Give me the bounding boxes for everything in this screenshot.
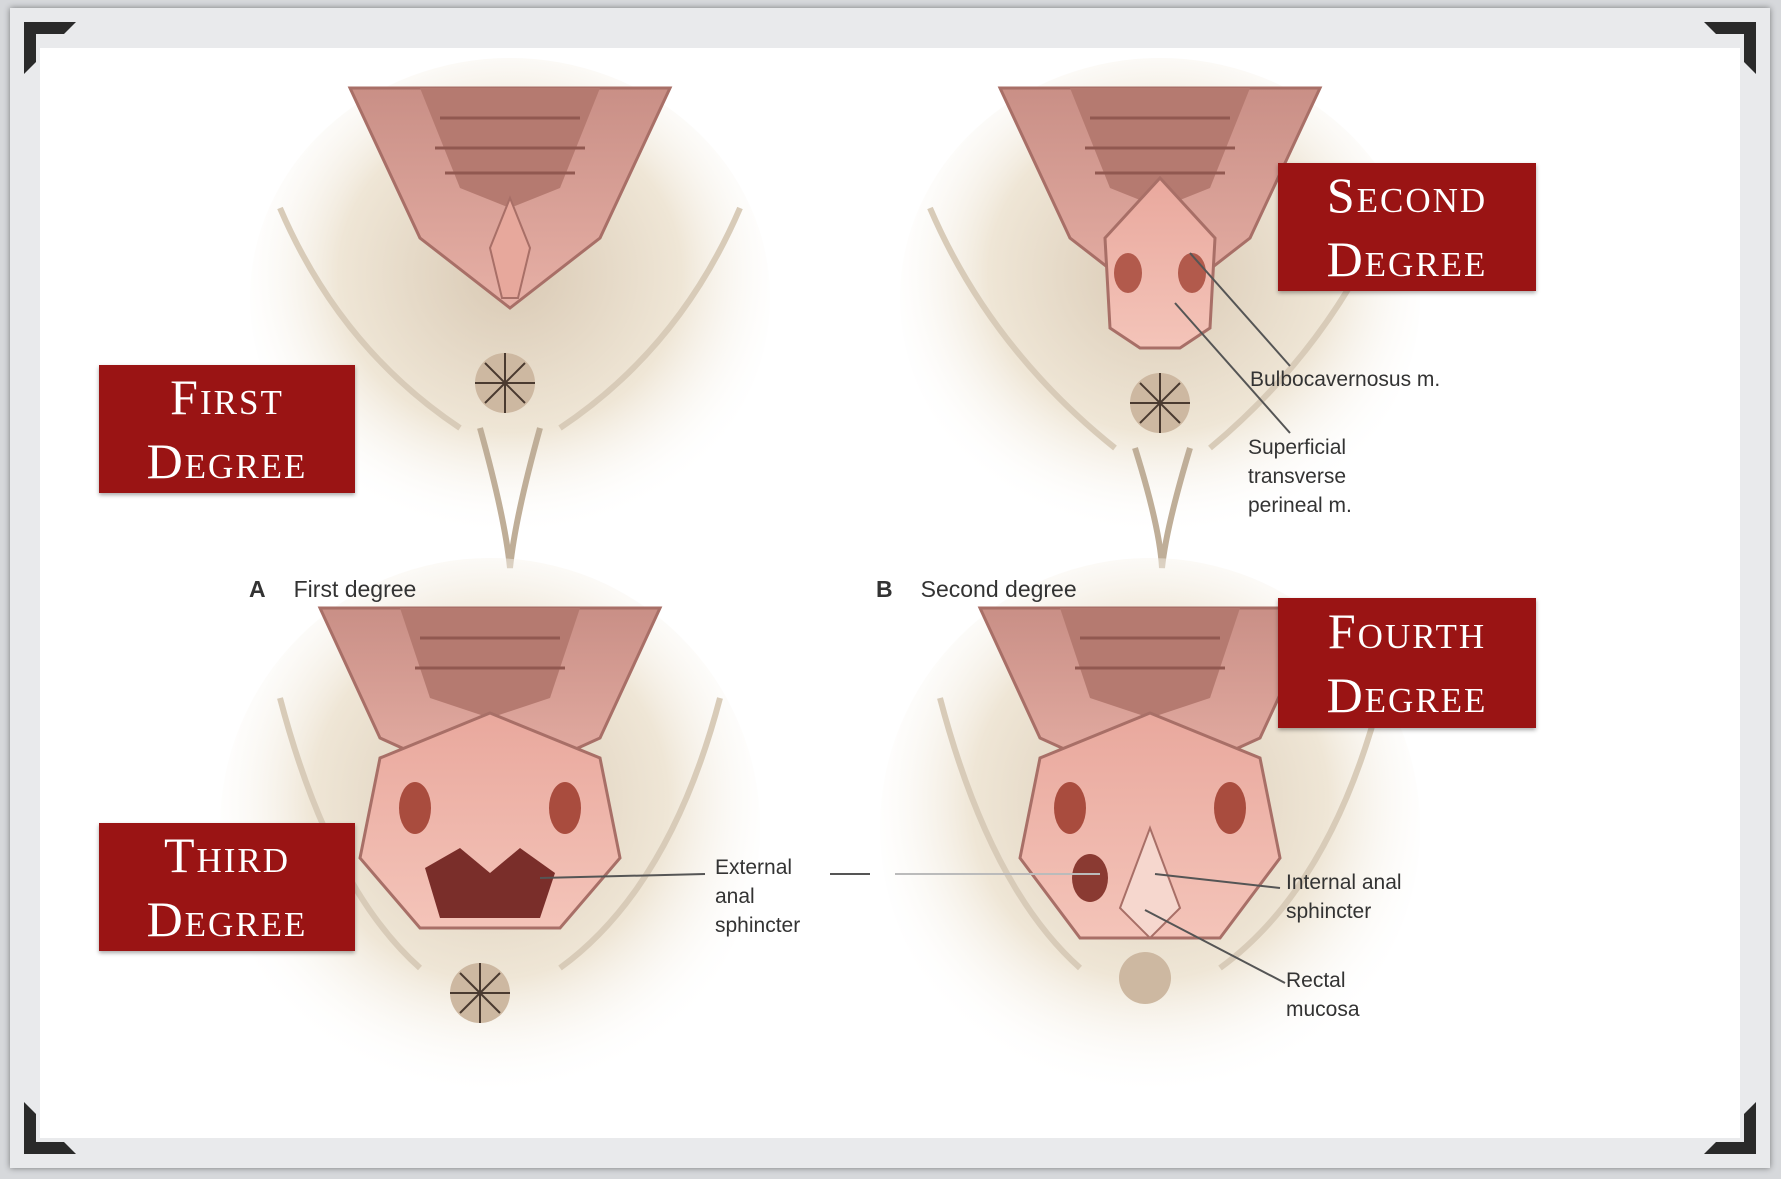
badge-second-degree-line2: Degree bbox=[1278, 227, 1536, 291]
badge-third-degree: Third Degree bbox=[99, 823, 355, 951]
label-rectal-line1: Rectal bbox=[1286, 966, 1360, 995]
label-internal-anal-sphincter: Internal anal sphincter bbox=[1286, 868, 1402, 926]
badge-fourth-degree-line1: Fourth bbox=[1278, 599, 1536, 663]
badge-fourth-degree: Fourth Degree bbox=[1278, 598, 1536, 728]
caption-panel-b-letter: B bbox=[876, 576, 893, 602]
label-external-anal-sphincter: External anal sphincter bbox=[715, 853, 800, 940]
badge-third-degree-line2: Degree bbox=[99, 887, 355, 951]
label-superficial-line1: Superficial bbox=[1248, 433, 1352, 462]
caption-panel-a: A First degree bbox=[249, 576, 416, 603]
label-internal-line1: Internal anal bbox=[1286, 868, 1402, 897]
label-external-line2: anal bbox=[715, 882, 800, 911]
badge-fourth-degree-line2: Degree bbox=[1278, 663, 1536, 727]
badge-third-degree-line1: Third bbox=[99, 823, 355, 887]
badge-first-degree: First Degree bbox=[99, 365, 355, 493]
diagram-canvas: First Degree Second Degree Third Degree … bbox=[40, 48, 1740, 1138]
label-superficial-line2: transverse bbox=[1248, 462, 1352, 491]
badge-first-degree-line2: Degree bbox=[99, 429, 355, 493]
caption-panel-a-letter: A bbox=[249, 576, 266, 602]
label-rectal-line2: mucosa bbox=[1286, 995, 1360, 1024]
label-bulbocavernosus-text: Bulbocavernosus m. bbox=[1250, 365, 1440, 394]
label-superficial-line3: perineal m. bbox=[1248, 491, 1352, 520]
label-bulbocavernosus: Bulbocavernosus m. bbox=[1250, 365, 1440, 394]
caption-panel-b: B Second degree bbox=[876, 576, 1077, 603]
label-external-line3: sphincter bbox=[715, 911, 800, 940]
caption-panel-b-text: Second degree bbox=[921, 576, 1077, 602]
caption-panel-a-text: First degree bbox=[294, 576, 417, 602]
label-rectal-mucosa: Rectal mucosa bbox=[1286, 966, 1360, 1024]
badge-first-degree-line1: First bbox=[99, 365, 355, 429]
label-internal-line2: sphincter bbox=[1286, 897, 1402, 926]
slide-frame: First Degree Second Degree Third Degree … bbox=[10, 8, 1770, 1168]
badge-second-degree-line1: Second bbox=[1278, 163, 1536, 227]
label-superficial-transverse-perineal: Superficial transverse perineal m. bbox=[1248, 433, 1352, 520]
badge-second-degree: Second Degree bbox=[1278, 163, 1536, 291]
label-external-line1: External bbox=[715, 853, 800, 882]
